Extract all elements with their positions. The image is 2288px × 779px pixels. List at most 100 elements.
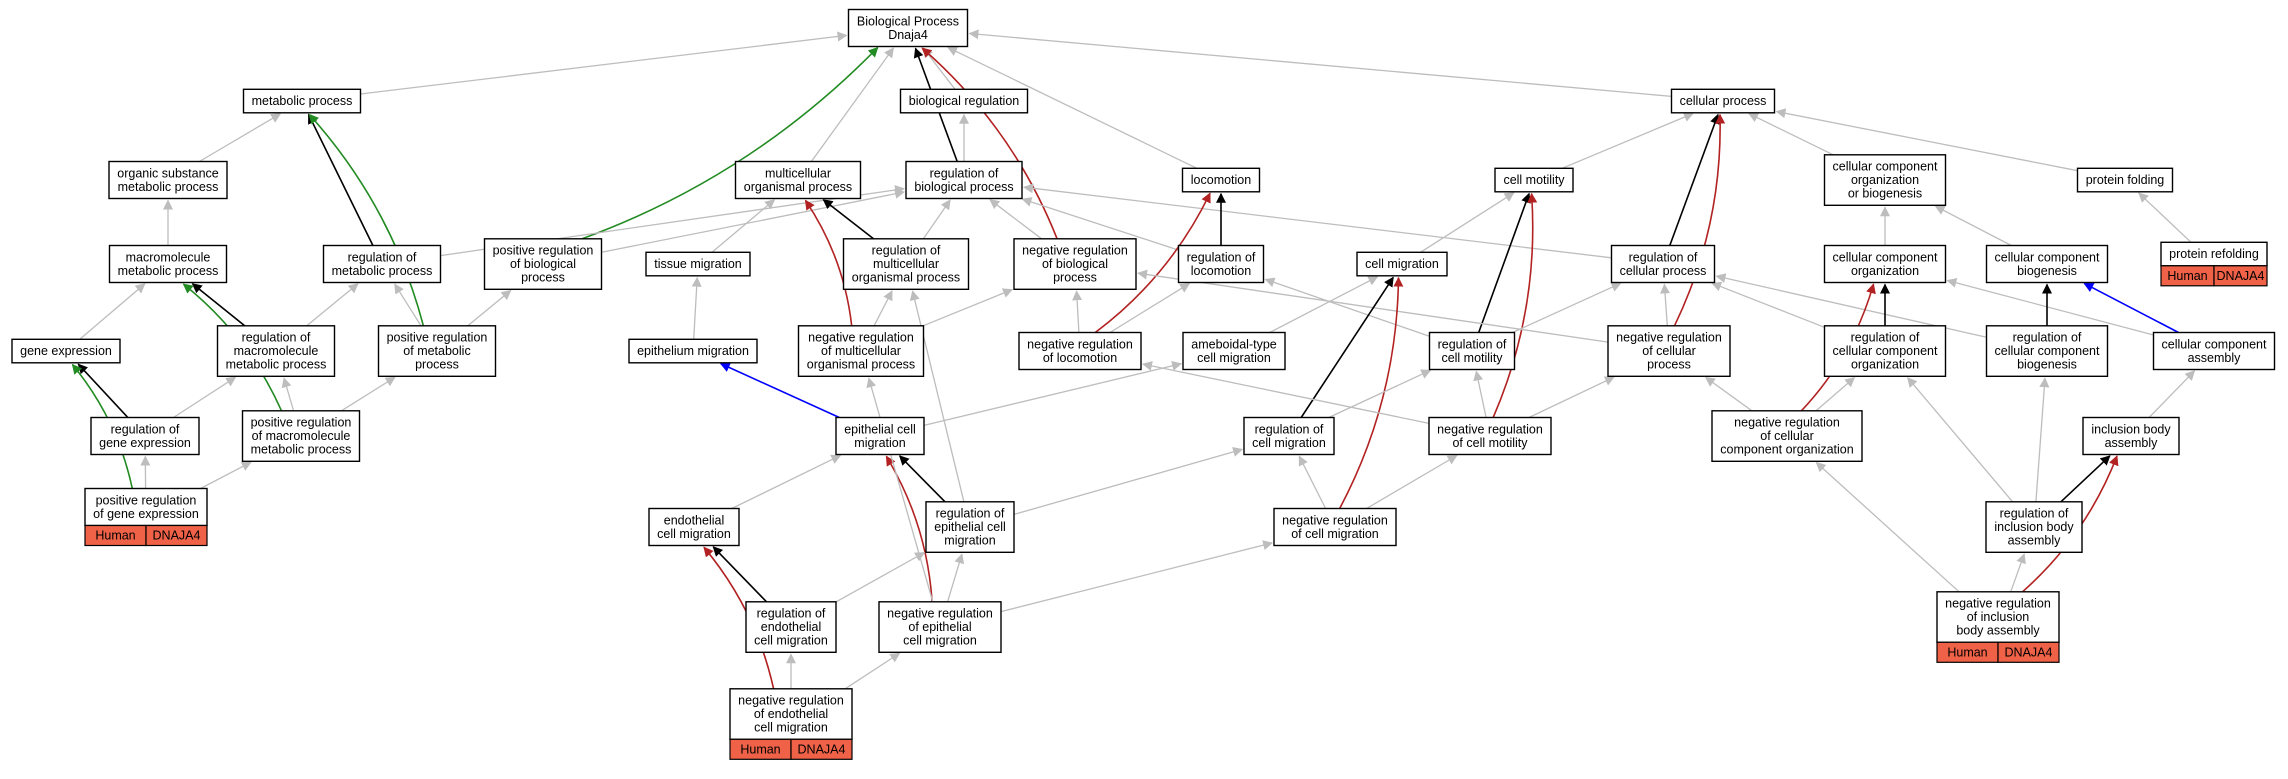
term-label-line: regulation of <box>1438 337 1507 351</box>
term-label-line: negative regulation <box>1945 597 2051 611</box>
term-label-line: migration <box>854 436 905 450</box>
edge-is-a-negloco-to-regloco <box>1109 283 1191 334</box>
edge-is-a-regendo-to-regepi <box>835 552 926 603</box>
term-node-metab[interactable]: metabolic process <box>242 88 362 114</box>
edge-regulates-regmot-to-cellmot <box>1477 192 1531 333</box>
term-label-line: epithelial cell <box>934 520 1006 534</box>
term-label-line: biogenesis <box>2017 264 2077 278</box>
term-box <box>1177 244 1265 284</box>
term-label-line: Dnaja4 <box>888 28 928 42</box>
term-label-line: protein folding <box>2086 173 2165 187</box>
term-box <box>1181 167 1261 193</box>
term-box <box>925 501 1015 553</box>
gene-annotation-label: DNAJA4 <box>798 742 846 756</box>
term-node-protfold[interactable]: protein folding <box>2076 167 2174 193</box>
term-node-cellmig[interactable]: cell migration <box>1356 251 1448 277</box>
term-label-line: metabolic process <box>118 180 219 194</box>
term-label-line: biological process <box>914 180 1013 194</box>
edge-negatively-regulates-negbio-to-bp <box>921 47 1058 240</box>
term-node-geneexp[interactable]: gene expression <box>11 338 121 364</box>
term-label-line: organismal process <box>807 358 915 372</box>
term-label-line: of endothelial <box>754 707 828 721</box>
term-label-line: negative regulation <box>1027 337 1133 351</box>
term-box <box>241 410 361 462</box>
term-label-line: cell migration <box>1197 351 1271 365</box>
term-node-loco[interactable]: locomotion <box>1181 167 1261 193</box>
term-label-line: process <box>415 358 459 372</box>
term-label-line: regulation of <box>872 244 941 258</box>
edge-is-a-protfold-to-cellproc <box>1775 108 2078 172</box>
term-label-line: cellular process <box>1680 94 1767 108</box>
species-annotation-label: Human <box>2167 269 2207 283</box>
term-box <box>322 244 442 284</box>
term-node-biolreg[interactable]: biological regulation <box>899 88 1029 114</box>
edge-negatively-regulates-negloco-to-loco <box>1094 192 1211 334</box>
term-label-line: migration <box>944 534 995 548</box>
term-label-line: regulation of <box>111 422 180 436</box>
edge-is-a-amoeb-to-cellmig <box>1269 276 1379 334</box>
term-label-line: cell migration <box>1365 257 1439 271</box>
term-box <box>2082 416 2180 456</box>
edge-negatively-regulates-negepi-to-epicell <box>885 455 933 602</box>
term-box <box>1428 416 1552 456</box>
term-label-line: metabolic process <box>251 443 352 457</box>
term-node-tissue[interactable]: tissue migration <box>645 251 751 277</box>
term-label-line: organic substance <box>117 166 219 180</box>
term-node-epimig[interactable]: epithelium migration <box>628 338 758 364</box>
term-label-line: regulation of <box>757 607 826 621</box>
term-label-line: of cell motility <box>1452 436 1528 450</box>
term-node-cellmot[interactable]: cell motility <box>1494 167 1574 193</box>
term-label-line: positive regulation <box>493 244 594 258</box>
edge-is-a-metab-to-bp <box>360 31 848 95</box>
edge-is-a-regmot-to-regcell <box>1512 282 1622 334</box>
term-box <box>1243 416 1335 456</box>
term-box <box>1985 325 2109 377</box>
edge-is-a-negendo-to-negepi <box>844 652 901 690</box>
term-node-cellproc[interactable]: cellular process <box>1670 88 1776 114</box>
term-label-line: macromolecule <box>126 250 211 264</box>
edge-is-a-regmot-to-regloco <box>1264 277 1430 337</box>
